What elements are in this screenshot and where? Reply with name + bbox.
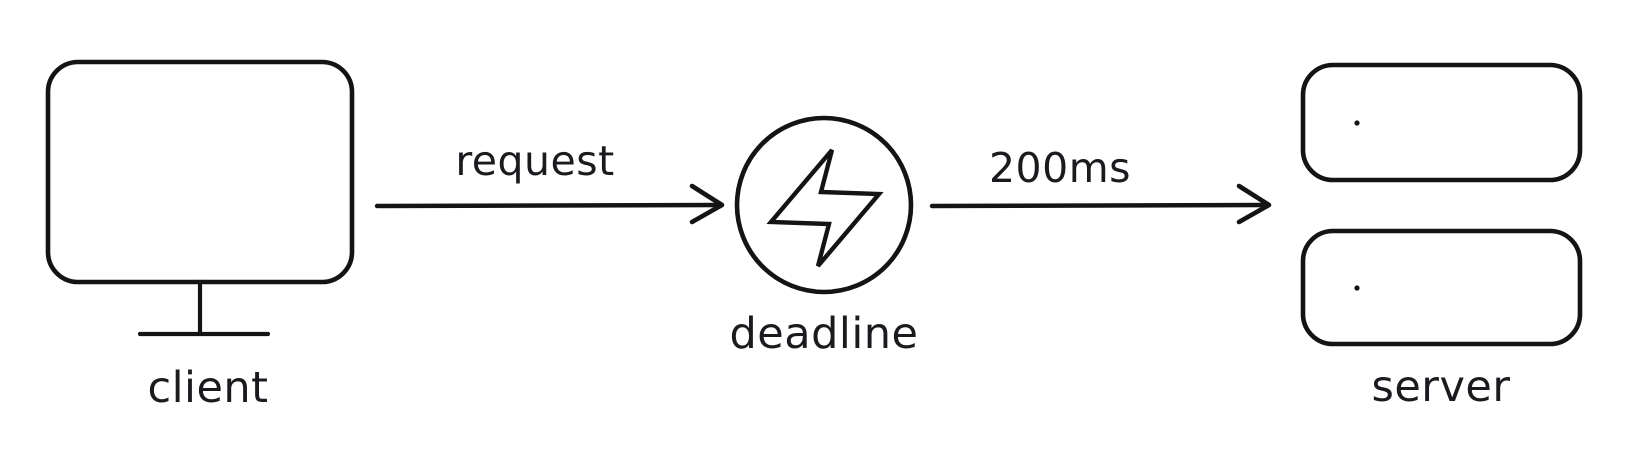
edge-label-latency: 200ms (989, 144, 1131, 192)
node-server[interactable]: server (1300, 62, 1583, 412)
node-label-deadline: deadline (730, 309, 919, 359)
arrow-shaft (374, 202, 721, 209)
arrow-shaft (929, 202, 1268, 209)
node-deadline[interactable]: deadline (730, 115, 919, 359)
arrow-head-icon (1236, 183, 1272, 225)
server-led-top-icon (1354, 120, 1360, 126)
edge-label-request: request (455, 137, 614, 185)
edge-deadline-to-server[interactable]: 200ms (929, 144, 1272, 225)
monitor-icon (45, 59, 355, 285)
server-unit-bottom (1300, 228, 1583, 347)
deadline-circle (734, 115, 914, 295)
node-label-server: server (1371, 362, 1510, 412)
lightning-bolt-icon (766, 148, 884, 268)
arrow-head-icon (689, 183, 725, 225)
server-led-bottom-icon (1354, 285, 1360, 291)
server-unit-top (1300, 62, 1583, 183)
edge-client-to-deadline[interactable]: request (374, 137, 725, 225)
node-label-client: client (147, 363, 268, 413)
node-client[interactable]: client (45, 59, 355, 413)
